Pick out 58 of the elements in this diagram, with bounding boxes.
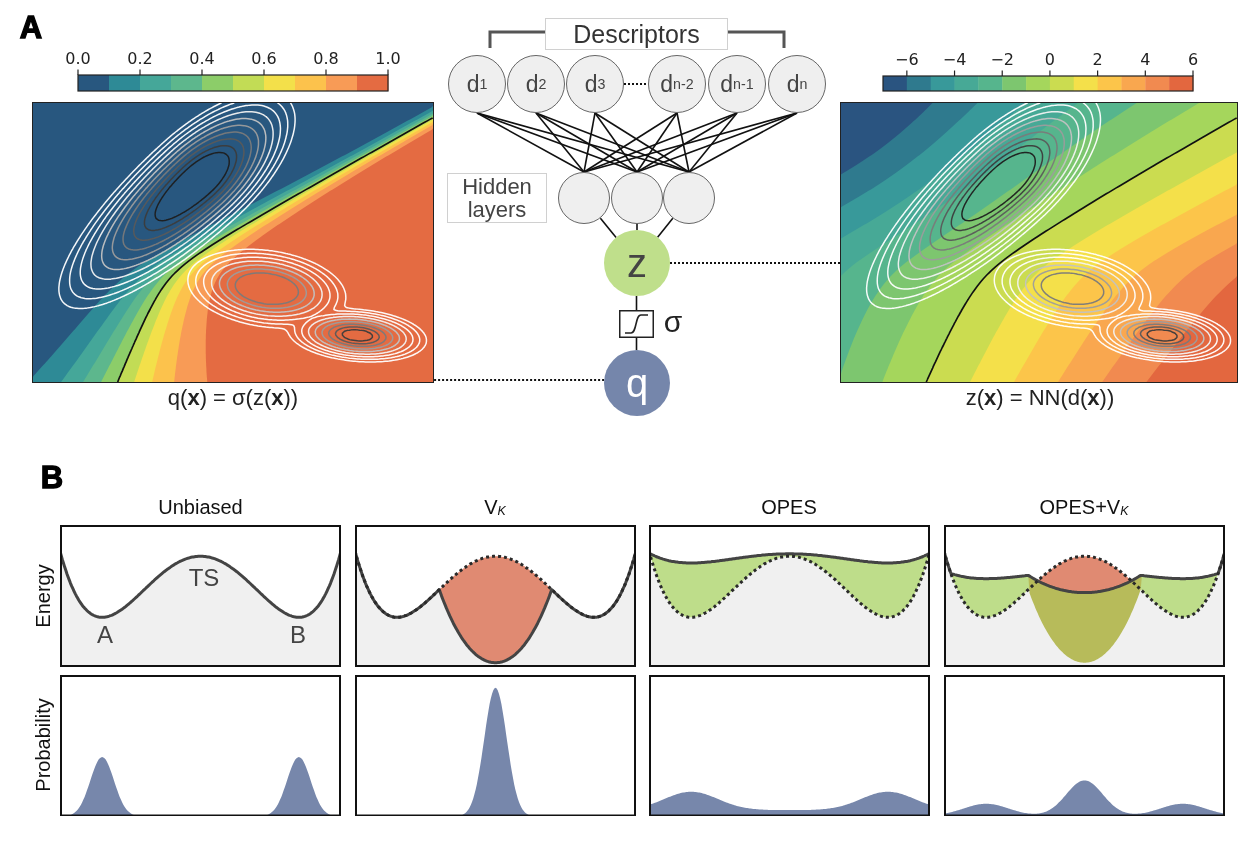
tick-label: 0.0: [65, 50, 91, 68]
axis-label: Probability: [32, 698, 54, 792]
panel-letter: B: [40, 460, 64, 496]
connector-line: [635, 295, 638, 311]
connector-line: [599, 217, 617, 239]
connector-line: [688, 112, 798, 173]
function-symbol: σ: [663, 304, 683, 338]
column-title: Unbiased: [158, 496, 243, 518]
connector-line: [535, 112, 690, 173]
dotted-connector: [669, 262, 841, 264]
state-label: TS: [188, 564, 220, 592]
tick-label: −4: [942, 51, 967, 69]
tick-label: 1.0: [375, 50, 401, 68]
column-title: V$_{K}$: [484, 496, 506, 518]
neuron-circle: [611, 172, 663, 224]
tick-label: 4: [1140, 51, 1151, 69]
tick-label: 0: [1044, 51, 1055, 69]
connector-line: [656, 217, 674, 238]
contour-map-drawing: [32, 102, 434, 383]
layer-label: Descriptors: [545, 18, 728, 50]
connector-line: [594, 112, 690, 173]
connector-line: [583, 112, 678, 173]
column-title: OPES: [761, 496, 817, 518]
dotted-connector: [623, 83, 649, 85]
connector-line: [535, 112, 585, 173]
tick-label: 0.2: [127, 50, 153, 68]
plot-caption: z(x) = NN(d(x)): [965, 385, 1115, 411]
connector-line: [676, 112, 690, 173]
connector-line: [688, 112, 738, 173]
tick-label: 6: [1187, 51, 1199, 69]
state-label: A: [97, 621, 113, 649]
layer-label: Hidden layers: [447, 173, 547, 223]
dotted-connector: [433, 379, 606, 381]
connector-line: [476, 112, 585, 173]
panel-letter: A: [19, 10, 43, 46]
connector-line: [636, 223, 638, 231]
tick-label: −6: [895, 51, 919, 69]
tick-label: 2: [1092, 51, 1103, 69]
tick-label: −2: [990, 51, 1014, 69]
tick-label: 0.4: [189, 50, 215, 68]
sigmoid-icon: [619, 310, 654, 338]
connector-line: [635, 337, 638, 351]
connector-line: [535, 112, 638, 173]
neuron-circle: z: [604, 230, 670, 296]
tick-label: 0.8: [313, 50, 339, 68]
connector-line: [594, 112, 638, 173]
connector-line: [583, 112, 596, 173]
neuron-circle: q: [604, 350, 670, 416]
plot-caption: q(x) = σ(z(x)): [167, 385, 299, 411]
column-title: OPES+V$_{K}$: [1039, 496, 1129, 518]
connector-line: [636, 112, 678, 173]
neuron-circle: [558, 172, 610, 224]
tick-label: 0.6: [251, 50, 277, 68]
axis-label: Energy: [32, 564, 54, 628]
contour-map-drawing: [840, 102, 1238, 383]
state-label: B: [290, 621, 306, 649]
neuron-circle: [663, 172, 715, 224]
connector-line: [636, 112, 738, 173]
